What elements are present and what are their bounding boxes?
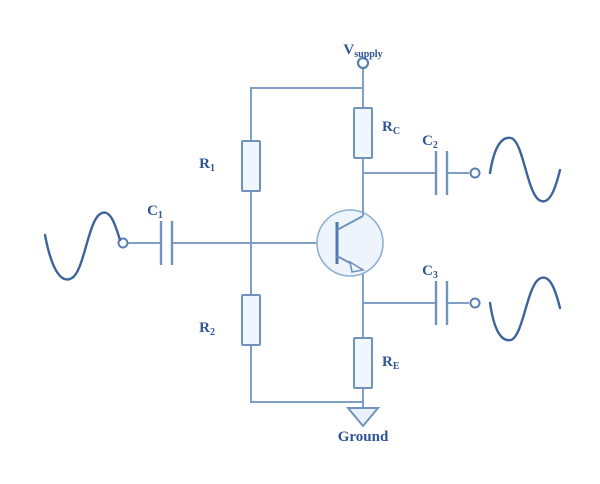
resistor-re [353,337,373,389]
capacitor-c2-label: C2 [422,133,438,151]
emitter-output-waveform [488,276,562,342]
ground-symbol [345,407,381,428]
resistor-r2 [241,294,261,346]
transistor-emitter-arrow [348,260,366,273]
resistor-r1 [241,140,261,192]
capacitor-c3-label: C3 [422,263,438,281]
capacitor-c3 [434,281,449,325]
input-waveform [43,211,122,281]
supply-label: Vsupply [343,42,382,60]
transistor-envelope [316,209,384,277]
ground-label: Ground [338,429,389,445]
wire-network [128,68,469,408]
resistor-re-label: RE [382,354,400,372]
capacitor-c2 [434,151,449,195]
collector-output-terminal-node[interactable] [469,167,481,179]
capacitor-c1-label: C1 [147,203,163,221]
transistor-collector-lead [336,215,364,231]
emitter-output-terminal-node[interactable] [469,297,481,309]
resistor-rc [353,107,373,159]
resistor-r1-label: R1 [199,156,215,174]
capacitor-c1 [159,221,174,265]
resistor-r2-label: R2 [199,320,215,338]
supply-terminal-node[interactable] [356,56,370,70]
collector-output-waveform [488,136,562,203]
resistor-rc-label: RC [382,119,400,137]
transistor-npn [316,209,384,277]
